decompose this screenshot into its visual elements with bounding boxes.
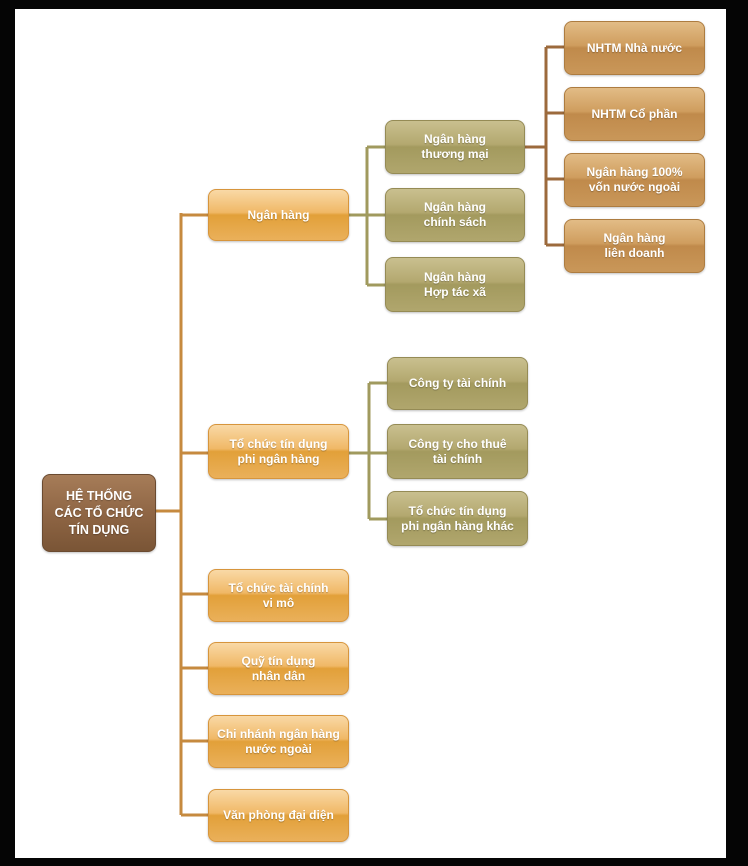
node-to-chuc-tin-dung-phi-ngan-hang-khac: Tổ chức tín dụng phi ngân hàng khác [387, 491, 528, 546]
node-label: Công ty cho thuê tài chính [408, 436, 507, 466]
node-label: Tổ chức tài chính vi mô [228, 580, 329, 610]
node-label: Quỹ tín dụng nhân dân [241, 653, 316, 683]
diagram-canvas: HỆ THỐNG CÁC TỔ CHỨC TÍN DỤNG Ngân hàng … [15, 9, 726, 858]
node-label: Ngân hàng Hợp tác xã [424, 269, 486, 299]
node-ngan-hang-thuong-mai: Ngân hàng thương mại [385, 120, 525, 174]
node-label: Ngân hàng liên doanh [603, 231, 666, 260]
node-label: Ngân hàng [247, 207, 310, 222]
node-cong-ty-tai-chinh: Công ty tài chính [387, 357, 528, 410]
connector-banks [349, 145, 385, 287]
node-label: Văn phòng đại diện [223, 808, 334, 822]
node-van-phong-dai-dien: Văn phòng đại diện [208, 789, 349, 842]
node-label: Tổ chức tín dụng phi ngân hàng [229, 436, 328, 466]
node-quy-tin-dung-nhan-dan: Quỹ tín dụng nhân dân [208, 642, 349, 695]
connector-commercial [525, 45, 564, 247]
node-label: Tổ chức tín dụng phi ngân hàng khác [401, 503, 514, 533]
node-label: Chi nhánh ngân hàng nước ngoài [217, 726, 340, 756]
root-node: HỆ THỐNG CÁC TỔ CHỨC TÍN DỤNG [42, 474, 156, 552]
node-cong-ty-cho-thue-tai-chinh: Công ty cho thuê tài chính [387, 424, 528, 479]
node-nhtm-nha-nuoc: NHTM Nhà nước [564, 21, 705, 75]
node-label: NHTM Cổ phần [591, 106, 678, 121]
connector-level1-branches [181, 213, 208, 817]
node-label: Công ty tài chính [408, 376, 507, 390]
node-ngan-hang-lien-doanh: Ngân hàng liên doanh [564, 219, 705, 273]
node-ngan-hang: Ngân hàng [208, 189, 349, 241]
node-label: Ngân hàng thương mại [421, 132, 489, 161]
node-to-chuc-tin-dung-phi-ngan-hang: Tổ chức tín dụng phi ngân hàng [208, 424, 349, 479]
node-ngan-hang-chinh-sach: Ngân hàng chính sách [385, 188, 525, 242]
node-nhtm-co-phan: NHTM Cổ phần [564, 87, 705, 141]
connector-lines [156, 45, 564, 817]
connector-nonbank [349, 381, 387, 521]
node-ngan-hang-hop-tac-xa: Ngân hàng Hợp tác xã [385, 257, 525, 312]
node-chi-nhanh-ngan-hang-nuoc-ngoai: Chi nhánh ngân hàng nước ngoài [208, 715, 349, 768]
node-label: NHTM Nhà nước [586, 40, 683, 55]
node-label: Ngân hàng 100% vốn nước ngoài [586, 165, 683, 194]
node-label: Ngân hàng chính sách [423, 200, 487, 229]
root-label: HỆ THỐNG CÁC TỔ CHỨC TÍN DỤNG [54, 488, 144, 537]
node-to-chuc-tai-chinh-vi-mo: Tổ chức tài chính vi mô [208, 569, 349, 622]
node-ngan-hang-100-von-nuoc-ngoai: Ngân hàng 100% vốn nước ngoài [564, 153, 705, 207]
